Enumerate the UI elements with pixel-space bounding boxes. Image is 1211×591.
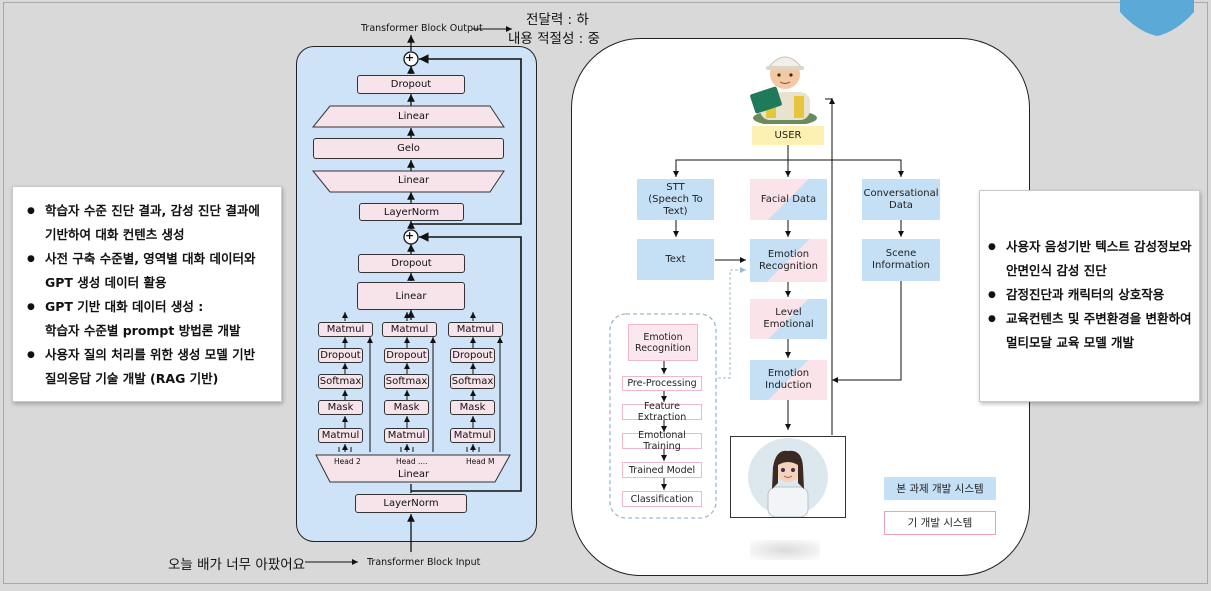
pipeline-emotion-recognition: Emotion Recognition — [628, 324, 698, 361]
transformer-output-label: Transformer Block Output — [361, 23, 483, 34]
linear-top-trapezoid — [311, 105, 505, 128]
head2-mask: Mask — [384, 400, 429, 415]
emotion-pipeline-group — [609, 313, 717, 519]
tutor-character-illustration — [748, 438, 828, 517]
eval-relevance-label: 내용 적절성 : 중 — [508, 31, 600, 47]
head-dots-label: Head .... — [396, 457, 428, 466]
dropout-mid-box: Dropout — [358, 254, 465, 273]
badge-shape — [1120, 0, 1194, 36]
level-emotional-node: Level Emotional — [750, 299, 827, 339]
head3-matmul-bottom: Matmul — [450, 428, 495, 443]
slide-frame — [3, 2, 1208, 584]
headm-label: Head M — [466, 457, 495, 466]
head3-dropout: Dropout — [450, 348, 495, 363]
linear-mid-trapezoid — [311, 170, 505, 193]
head3-matmul-top: Matmul — [448, 322, 503, 337]
head1-softmax: Softmax — [318, 374, 363, 389]
head1-mask: Mask — [318, 400, 363, 415]
head2-softmax: Softmax — [384, 374, 429, 389]
stt-node: STT (Speech To Text) — [637, 179, 714, 220]
gelo-box: Gelo — [313, 138, 504, 159]
pipeline-step: Emotional Training — [622, 430, 702, 452]
linear-attention-box: Linear — [357, 282, 465, 310]
head2-matmul-top: Matmul — [382, 322, 437, 337]
student-avatar-illustration — [750, 56, 817, 124]
emotion-induction-node: Emotion Induction — [750, 360, 827, 400]
head1-matmul-top: Matmul — [318, 322, 373, 337]
linear-bottom-trapezoid — [315, 454, 511, 483]
layernorm-top-box: LayerNorm — [359, 203, 464, 221]
head3-softmax: Softmax — [450, 374, 495, 389]
left-bullet: GPT 기반 대화 데이터 생성 :학습자 수준별 prompt 방법론 개발 — [27, 295, 271, 343]
emotion-recognition-node: Emotion Recognition — [750, 239, 827, 282]
head2-label: Head 2 — [334, 457, 361, 466]
pipeline-step: Trained Model — [622, 462, 702, 478]
head2-dropout: Dropout — [384, 348, 429, 363]
pipeline-step: Pre-Processing — [622, 376, 702, 391]
right-bullet: 감정진단과 캐릭터의 상호작용 — [988, 283, 1193, 307]
text-node: Text — [637, 239, 714, 280]
linear-bottom-label: Linear — [398, 469, 430, 480]
linear-top-label: Linear — [398, 111, 430, 122]
legend-new-system: 본 과제 개발 시스템 — [884, 477, 996, 500]
facial-data-node: Facial Data — [750, 179, 827, 220]
eval-delivery-label: 전달력 : 하 — [526, 12, 589, 28]
linear-mid-label: Linear — [398, 175, 430, 186]
head2-matmul-bottom: Matmul — [384, 428, 429, 443]
residual-add-top-icon: + — [405, 51, 415, 64]
head1-dropout: Dropout — [318, 348, 363, 363]
pipeline-step: Classification — [622, 491, 702, 507]
legend-existing-system: 기 개발 시스템 — [884, 511, 996, 535]
head1-matmul-bottom: Matmul — [318, 428, 363, 443]
conversational-data-node: Conversational Data — [862, 179, 940, 220]
residual-add-mid-icon: + — [405, 229, 415, 242]
pipeline-step: Feature Extraction — [622, 401, 702, 423]
scene-information-node: Scene Information — [862, 239, 940, 281]
transformer-input-label: Transformer Block Input — [367, 557, 481, 568]
character-shadow — [750, 540, 820, 560]
dropout-top-box: Dropout — [357, 75, 465, 94]
input-example-sentence: 오늘 배가 너무 아팠어요 — [168, 557, 306, 573]
head3-mask: Mask — [450, 400, 495, 415]
user-node: USER — [752, 126, 824, 145]
layernorm-bottom-box: LayerNorm — [355, 494, 467, 513]
